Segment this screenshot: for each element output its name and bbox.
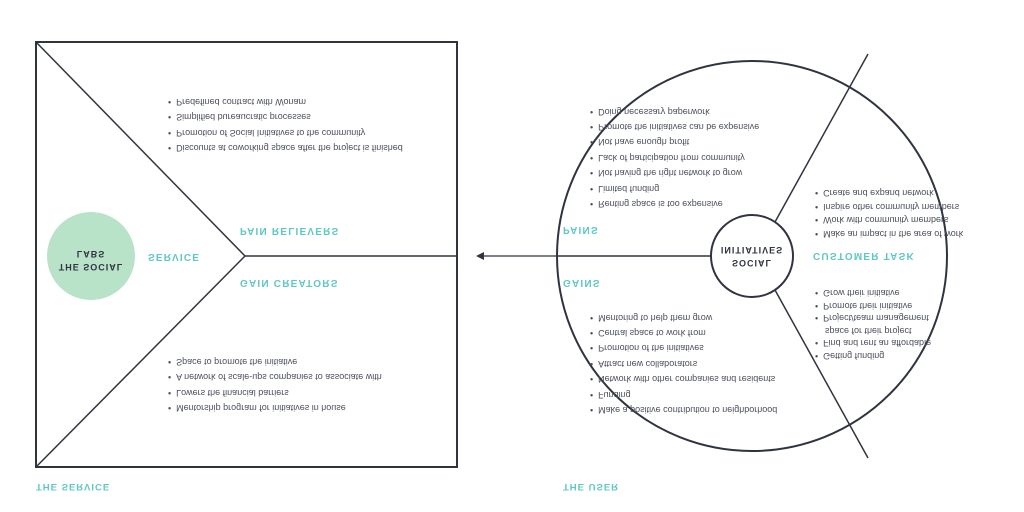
list-item: Not have enough profit — [590, 134, 759, 149]
user-divider-top — [774, 289, 869, 459]
list-item: Promotion of Social Initiatives to the c… — [168, 124, 403, 139]
service-square — [35, 41, 458, 468]
customer-task-title: CUSTOMER TASK — [813, 250, 915, 261]
arrow-head — [476, 252, 484, 260]
list-item: Doing necessary paperwork — [590, 103, 759, 118]
service-divider-bottom — [35, 41, 246, 257]
user-footer: THE USER — [563, 481, 620, 492]
list-item: Lowers the financial barriers — [168, 384, 382, 399]
list-item: Predefined contract with Wonam — [168, 93, 403, 108]
list-item: Getting funding — [815, 349, 931, 362]
gains-list: Make a positive contribution to neighbor… — [590, 309, 777, 417]
list-item: Renting space is too expensive — [590, 196, 759, 211]
user-circle — [556, 60, 948, 452]
user-center-circle — [710, 214, 794, 298]
list-item: Promote the initiatives can be expensive — [590, 119, 759, 134]
list-item: Make an impact in the area of work — [815, 227, 963, 241]
list-item: Promotion of the initiatives — [590, 340, 777, 355]
gain-creators-list: Mentorship program for initiatives in ho… — [168, 353, 382, 415]
list-item: Not having the right network to grow — [590, 165, 759, 180]
user-center-line2: INITIATIVES — [720, 245, 784, 255]
user-divider-bottom — [774, 53, 869, 223]
user-center-label: SOCIAL INITIATIVES — [711, 243, 793, 269]
list-item: Create and expand network — [815, 186, 963, 200]
list-item: Grow their initiative — [815, 286, 931, 299]
customer-task-list-bottom: Getting funding Find and rent an afforda… — [815, 286, 931, 362]
list-item: Discounts at coworking space after the p… — [168, 140, 403, 155]
list-item: Find and rent an affordable — [815, 337, 931, 350]
list-item: Lack of participation from community — [590, 149, 759, 164]
list-item: Mentoring to help them grow — [590, 309, 777, 324]
pain-relievers-title: PAIN RELIEVERS — [240, 225, 340, 236]
list-item: Mentorship program for initiatives in ho… — [168, 400, 382, 415]
list-item: Promote their initiative — [815, 299, 931, 312]
user-center-line1: SOCIAL — [731, 258, 772, 268]
service-circle-line1: THE SOCIAL — [58, 262, 124, 272]
service-label: SERVICE — [148, 251, 201, 262]
list-item: Make a positive contribution to neighbor… — [590, 402, 777, 417]
list-item: A network of scale-ups companies to asso… — [168, 369, 382, 384]
list-item: Project/team management — [815, 312, 931, 325]
service-divider-top — [35, 255, 246, 468]
service-circle — [47, 212, 135, 300]
customer-task-list-top: Make an impact in the area of work Work … — [815, 186, 963, 240]
service-circle-label: THE SOCIAL LABS — [47, 247, 135, 273]
list-item: Central space to work from — [590, 325, 777, 340]
pain-relievers-list: Discounts at coworking space after the p… — [168, 93, 403, 155]
list-item: space for their project — [825, 325, 912, 336]
gains-title: GAINS — [563, 277, 601, 288]
service-circle-line2: LABS — [76, 249, 106, 259]
list-item: Network with other companies and residen… — [590, 371, 777, 386]
list-item: Work with community members — [815, 213, 963, 227]
list-item: Simplified bureaucratic processes — [168, 109, 403, 124]
list-item: Attract new collaborators — [590, 355, 777, 370]
gain-creators-title: GAIN CREATORS — [240, 277, 339, 288]
list-item: Funding — [590, 386, 777, 401]
list-item: Limited funding — [590, 180, 759, 195]
service-footer: THE SERVICE — [36, 481, 111, 492]
list-item: Inspire other community members — [815, 200, 963, 214]
list-item: Space to promote the initiative — [168, 353, 382, 368]
pains-title: PAINS — [563, 224, 599, 235]
pains-list: Renting space is too expensive Limited f… — [590, 103, 759, 211]
